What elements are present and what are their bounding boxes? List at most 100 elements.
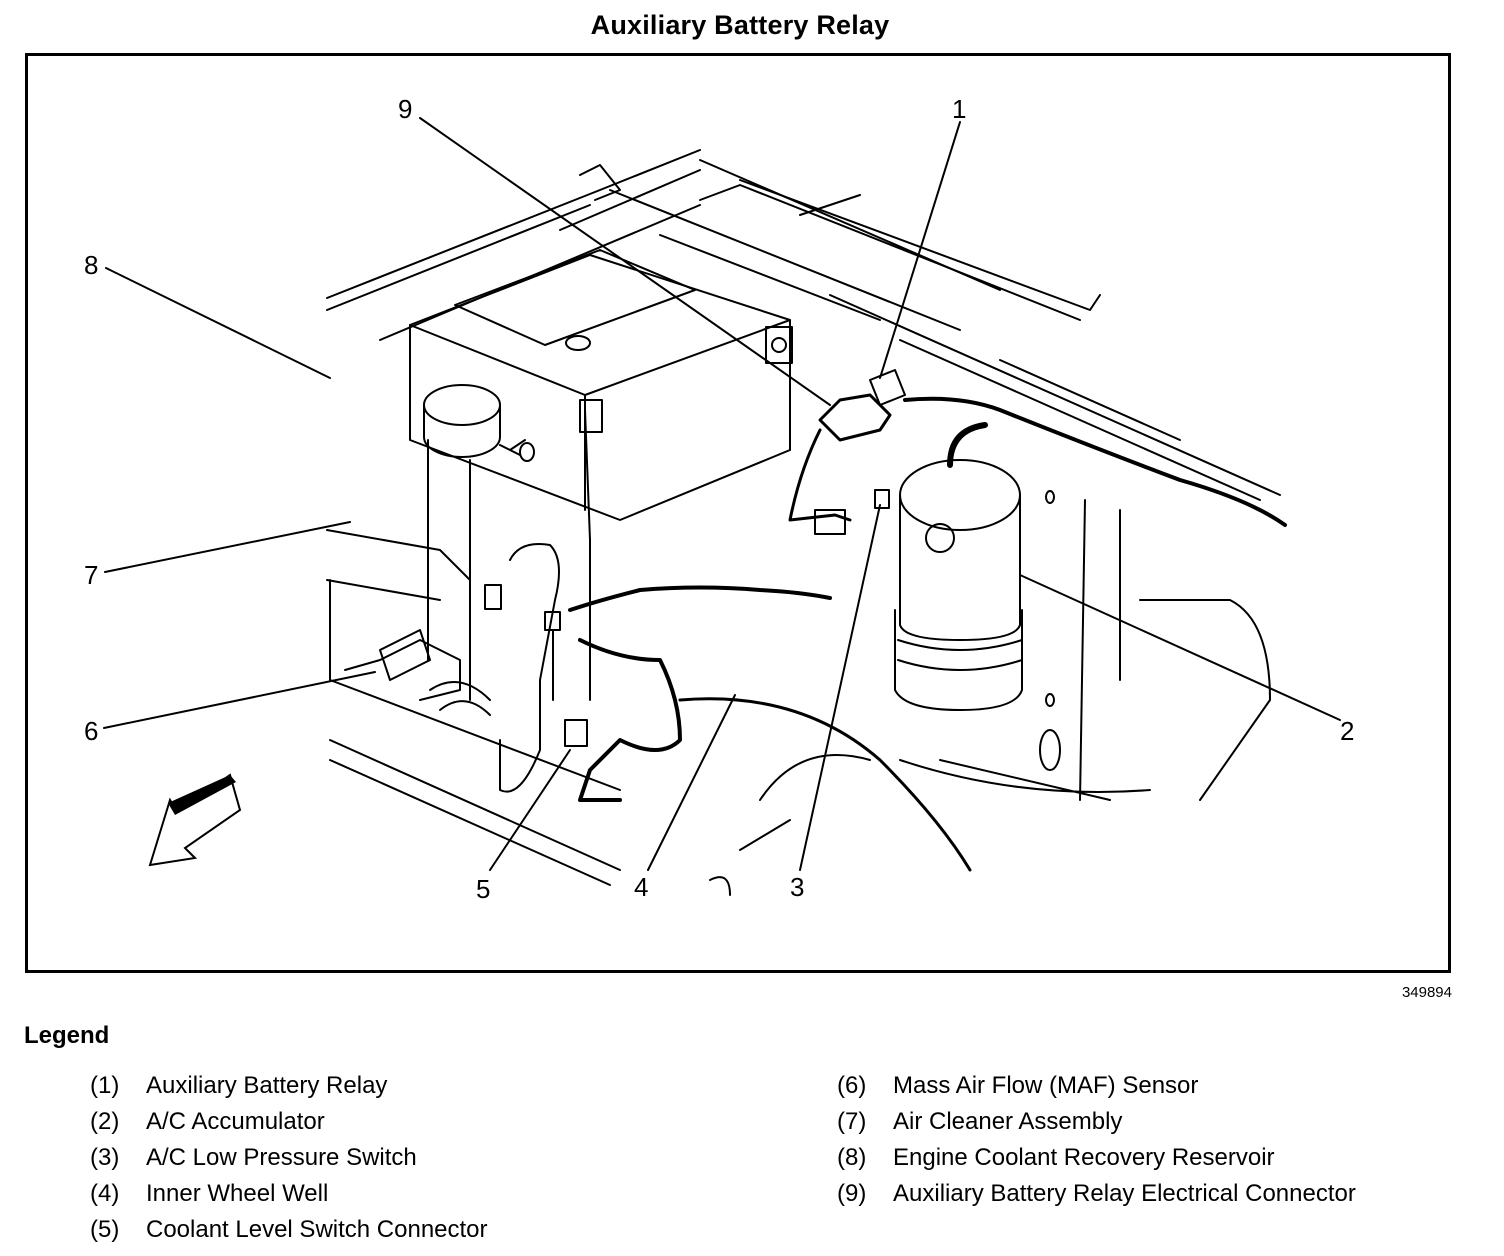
leader-line-8 [105,267,331,379]
relay-connector-body [818,393,892,442]
fender-panel [326,149,701,341]
leader-line-5 [489,749,571,871]
leader-line-9 [419,117,831,406]
fender-hole-upper [1045,490,1055,504]
accumulator-upper [899,494,1021,641]
callout-2: 2 [1340,716,1354,746]
reservoir-outlet [519,442,535,462]
low-pressure-connector [814,509,846,535]
lower-fender-edge [329,579,621,791]
diagram-title: Auxiliary Battery Relay [590,10,890,40]
legend-item: (7) Air Cleaner Assembly [837,1108,1356,1144]
battery-top-edge [409,319,791,511]
reservoir-nipple [499,439,526,456]
accumulator-bands [897,639,1023,671]
front-direction-arrow [148,773,242,867]
accumulator-dome [899,459,1021,531]
maf-connector [379,629,431,681]
cowl-panel [579,159,1001,331]
legend-item: (6) Mass Air Flow (MAF) Sensor [837,1072,1356,1108]
bumper-edges [329,739,621,886]
legend-item-text: Mass Air Flow (MAF) Sensor [893,1072,1199,1099]
leader-line-3 [799,504,881,871]
battery-top-panel [454,249,696,346]
legend-item-number: (7) [837,1108,867,1135]
harness-loop [578,638,682,802]
legend-item-text: A/C Low Pressure Switch [146,1144,417,1171]
legend-item: (2) A/C Accumulator [90,1108,488,1144]
legend-item-number: (9) [837,1180,867,1207]
legend-item-number: (6) [837,1072,867,1099]
legend-item-text: A/C Accumulator [146,1108,325,1135]
callout-3: 3 [790,872,804,902]
leader-line-7 [104,521,351,573]
engine-compartment-drawing: 9 1 8 7 6 2 5 4 3 [84,94,1354,904]
legend-item: (8) Engine Coolant Recovery Reservoir [837,1144,1356,1180]
legend-item: (4) Inner Wheel Well [90,1180,488,1216]
cowl-edge [659,194,881,321]
line-art [103,117,1341,896]
main-harness [568,585,832,612]
diagram-frame: 9 1 8 7 6 2 5 4 3 [25,53,1451,973]
callout-5: 5 [476,874,490,904]
legend-item-text: Air Cleaner Assembly [893,1108,1123,1135]
callout-1: 1 [952,94,966,124]
intake-duct [429,681,491,716]
legend-column-right: (6) Mass Air Flow (MAF) Sensor (7) Air Cle… [837,1072,1356,1216]
low-pressure-switch [874,489,890,509]
leader-line-1 [879,121,961,379]
legend-item-number: (1) [90,1072,120,1099]
maf-sensor [344,639,461,701]
coolant-switch-connector [564,719,588,747]
leader-line-2 [1019,574,1341,721]
battery-vent-cap [565,335,591,351]
accumulator-hose [947,422,988,468]
harness-clip [484,584,502,610]
fender-hole-large [1039,729,1061,771]
battery-terminal-bolt [771,337,787,353]
accumulator-lower [894,609,1023,711]
hood-seal [699,179,1101,321]
legend-item-number: (4) [90,1180,120,1207]
reservoir-cap-side [423,404,501,458]
leader-line-6 [103,671,376,729]
battery-body [409,254,791,521]
legend-item-text: Auxiliary Battery Relay [146,1072,388,1099]
callout-7: 7 [84,560,98,590]
figure-id: 349894 [1401,984,1452,1001]
coolant-sensor-stem [544,611,561,701]
relay-harness [903,396,1287,527]
battery-terminal-front [579,399,603,433]
callout-6: 6 [84,716,98,746]
legend-item: (3) A/C Low Pressure Switch [90,1144,488,1180]
legend-title: Legend [24,1022,110,1049]
callout-9: 9 [398,94,412,124]
legend-item: (5)Coolant Level Switch Connector [90,1216,488,1252]
aux-battery-relay [869,369,906,406]
fender-hole [1045,693,1055,707]
legend-column-left: (1) Auxiliary Battery Relay (2) A/C Accumu… [90,1072,488,1252]
legend-item-number: (2) [90,1108,120,1135]
legend-item-text: Coolant Level Switch Connector [146,1216,488,1243]
firewall-edge [829,294,1281,501]
wheel-well-arch [678,697,972,872]
legend-item-number: (8) [837,1144,867,1171]
coolant-harness [499,543,560,793]
legend-item-text: Auxiliary Battery Relay Electrical Conne… [893,1180,1356,1207]
leader-line-4 [647,694,736,871]
legend-item: (9) Auxiliary Battery Relay Electrical Co… [837,1180,1356,1216]
inner-fender-panel [1079,499,1271,801]
legend-item: (1) Auxiliary Battery Relay [90,1072,488,1108]
frame-rail [899,759,1151,801]
air-cleaner-body [326,529,471,701]
accumulator-fitting [925,523,955,553]
wheel-well-inner [709,754,871,896]
switch-harness [788,428,852,522]
callout-8: 8 [84,250,98,280]
legend-item-number: (3) [90,1144,120,1171]
legend-item-text: Inner Wheel Well [146,1180,329,1207]
legend-item-text: Engine Coolant Recovery Reservoir [893,1144,1275,1171]
battery-terminal-right [765,326,793,364]
reservoir-cap-top [423,384,501,426]
callout-4: 4 [634,872,648,902]
